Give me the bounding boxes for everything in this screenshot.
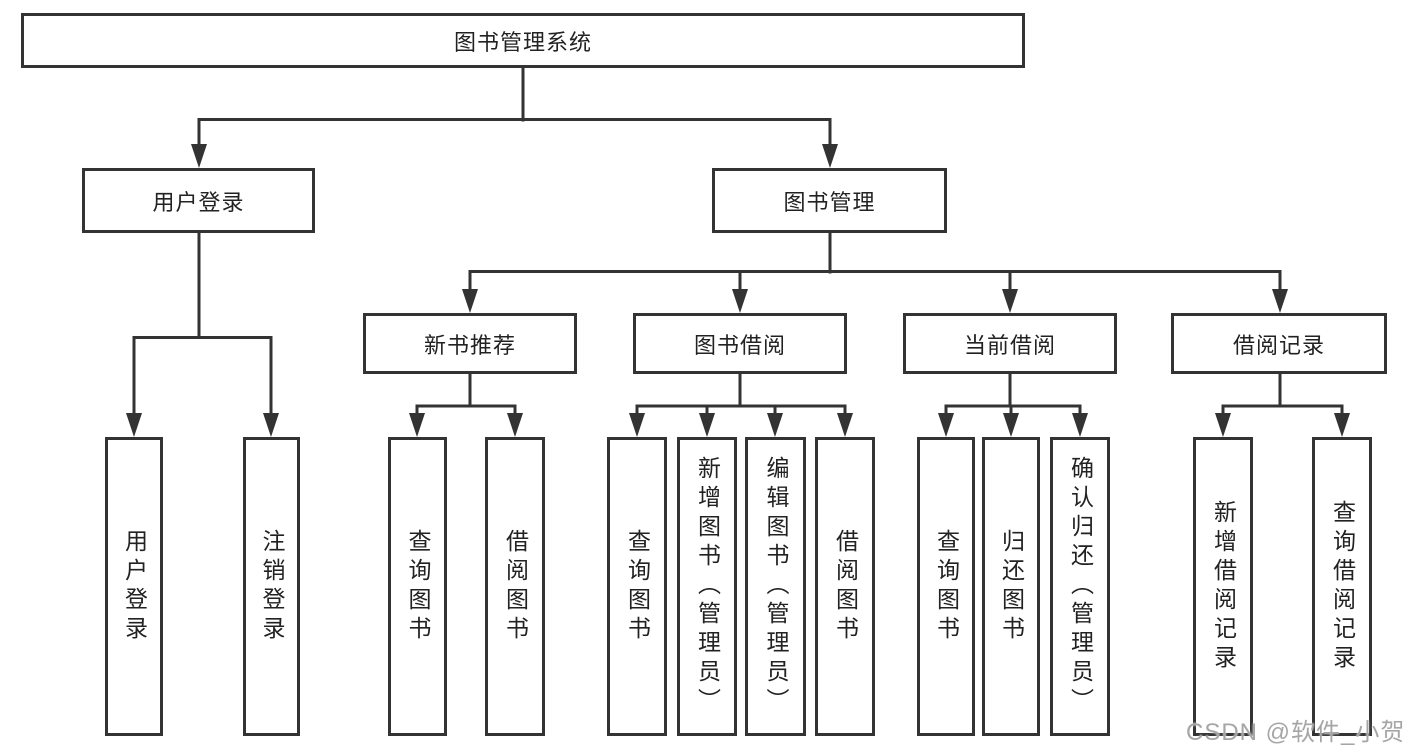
leaf-confirm-return-admin-label: 确认归还（管理员）: [1067, 456, 1094, 717]
leaf-query-books-recommend: 查询图书: [388, 437, 447, 736]
leaf-borrow-books-recommend: 借阅图书: [485, 437, 545, 736]
node-book-management: 图书管理: [712, 168, 947, 233]
csdn-watermark: CSDN @软件_小贺同学: [1186, 719, 1405, 746]
node-current-borrowing: 当前借阅: [903, 313, 1117, 374]
leaf-user-login-label: 用户登录: [121, 528, 148, 645]
leaf-logout: 注销登录: [243, 437, 300, 736]
leaf-borrow-books: 借阅图书: [815, 437, 875, 736]
leaf-query-books-current-label: 查询图书: [933, 528, 960, 645]
leaf-return-books-label: 归还图书: [998, 528, 1025, 645]
node-user-login: 用户登录: [82, 168, 315, 233]
leaf-query-books-borrow-label: 查询图书: [624, 528, 651, 645]
node-user-login-label: 用户登录: [152, 189, 245, 215]
leaf-query-books-borrow: 查询图书: [607, 437, 667, 736]
node-borrowing-records: 借阅记录: [1171, 313, 1387, 374]
node-current-borrowing-label: 当前借阅: [963, 332, 1056, 358]
leaf-user-login: 用户登录: [105, 437, 163, 736]
leaf-query-books-recommend-label: 查询图书: [405, 528, 431, 645]
leaf-logout-label: 注销登录: [259, 528, 285, 645]
node-root-system-label: 图书管理系统: [453, 29, 592, 55]
node-new-book-recommend: 新书推荐: [363, 313, 577, 374]
node-new-book-recommend-label: 新书推荐: [423, 332, 516, 358]
leaf-return-books: 归还图书: [982, 437, 1040, 736]
leaf-add-books-admin-label: 新增图书（管理员）: [694, 456, 721, 717]
node-book-borrowing: 图书借阅: [633, 313, 847, 374]
node-borrowing-records-label: 借阅记录: [1232, 332, 1325, 358]
leaf-confirm-return-admin: 确认归还（管理员）: [1050, 437, 1110, 736]
leaf-query-borrow-record: 查询借阅记录: [1312, 437, 1372, 736]
node-book-borrowing-label: 图书借阅: [693, 332, 786, 358]
node-book-management-label: 图书管理: [783, 189, 876, 215]
leaf-add-borrow-record: 新增借阅记录: [1193, 437, 1253, 736]
leaf-add-books-admin: 新增图书（管理员）: [677, 437, 737, 736]
leaf-add-borrow-record-label: 新增借阅记录: [1210, 499, 1237, 674]
leaf-query-books-current: 查询图书: [917, 437, 975, 736]
node-root-system: 图书管理系统: [21, 13, 1025, 68]
leaf-query-borrow-record-label: 查询借阅记录: [1329, 499, 1356, 674]
leaf-borrow-books-label: 借阅图书: [832, 528, 859, 645]
leaf-edit-books-admin-label: 编辑图书（管理员）: [763, 456, 789, 717]
leaf-borrow-books-recommend-label: 借阅图书: [502, 528, 529, 645]
leaf-edit-books-admin: 编辑图书（管理员）: [745, 437, 806, 736]
